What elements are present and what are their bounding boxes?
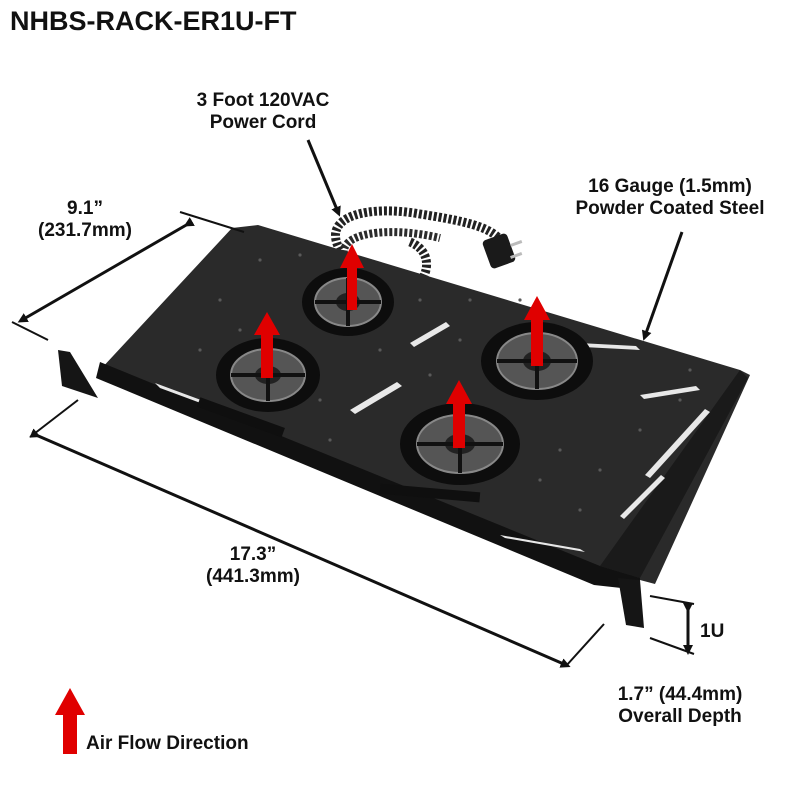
material-leader-line	[641, 231, 684, 341]
legend-label: Air Flow Direction	[86, 733, 249, 754]
right-rack-ear	[618, 578, 644, 628]
red-up-arrow-icon	[55, 688, 85, 754]
overall-depth-value: 1.7” (44.4mm)	[617, 684, 743, 705]
rack-units-callout: 1U	[700, 621, 725, 642]
tray-depth-inches: 9.1”	[67, 198, 103, 219]
airflow-arrow-icon	[524, 296, 550, 366]
power-cord	[331, 206, 523, 285]
depth-dimension-line	[17, 217, 195, 323]
left-rack-ear	[58, 350, 98, 398]
cord-leader-line	[306, 139, 341, 217]
power-cord-line-2: Power Cord	[209, 112, 317, 134]
rack-tray	[58, 225, 750, 628]
airflow-arrow-icon	[254, 312, 280, 378]
material-finish: Powder Coated Steel	[575, 198, 765, 220]
power-cord-callout: 3 Foot 120VAC Power Cord	[168, 90, 358, 135]
material-gauge: 16 Gauge (1.5mm)	[588, 176, 752, 197]
airflow-arrow-icon	[446, 380, 472, 448]
airflow-arrow-icon	[340, 244, 364, 310]
material-callout: 16 Gauge (1.5mm) Powder Coated Steel	[550, 176, 790, 221]
width-dimension-line	[29, 428, 571, 668]
overall-depth-caption: Overall Depth	[618, 706, 742, 728]
plug-icon	[482, 233, 523, 269]
product-title: NHBS-RACK-ER1U-FT	[10, 6, 297, 36]
overall-depth-callout: 1.7” (44.4mm) Overall Depth	[590, 684, 770, 729]
power-cord-line-1: 3 Foot 120VAC	[196, 90, 330, 111]
